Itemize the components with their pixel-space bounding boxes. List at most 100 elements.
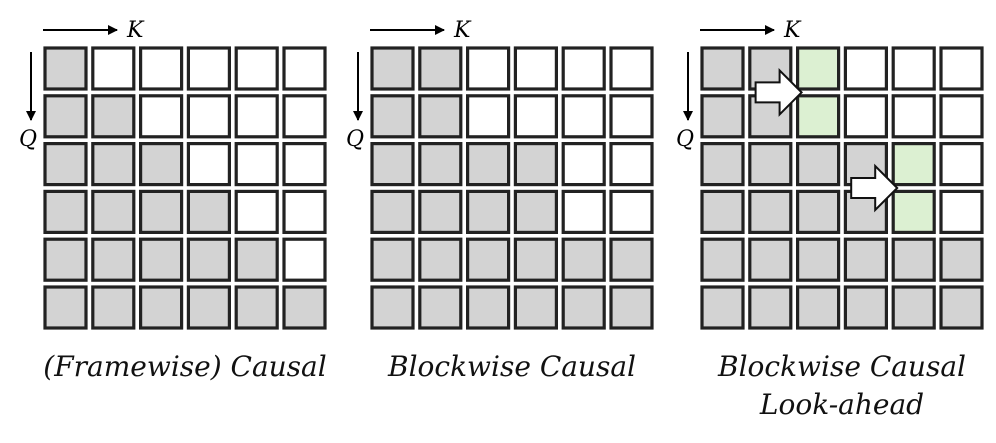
- mask-cell-masked-out: [891, 94, 936, 139]
- mask-cell-attended: [139, 189, 184, 234]
- k-axis-label: K: [126, 18, 145, 43]
- k-axis-label: K: [783, 18, 802, 43]
- mask-cell-attended: [609, 285, 654, 330]
- lookahead-arrow-icon: [850, 163, 899, 213]
- mask-cell-attended: [939, 285, 984, 330]
- mask-cell-attended: [609, 237, 654, 282]
- mask-cell-attended: [370, 142, 415, 187]
- mask-cell-masked-out: [282, 46, 327, 91]
- mask-cell-attended: [561, 237, 606, 282]
- mask-cell-attended: [795, 142, 841, 187]
- mask-cell-masked-out: [282, 94, 327, 139]
- q-axis-label: Q: [346, 127, 364, 152]
- mask-cell-attended: [43, 189, 88, 234]
- panel-caption: Blockwise Causal: [387, 350, 636, 383]
- mask-cell-attended: [370, 285, 415, 330]
- mask-cell-masked-out: [513, 94, 559, 139]
- mask-cell-masked-out: [234, 46, 279, 91]
- mask-cell-attended: [418, 189, 463, 234]
- mask-cell-attended: [843, 285, 889, 330]
- mask-cell-attended: [139, 142, 184, 187]
- mask-cell-masked-out: [186, 94, 231, 139]
- mask-cell-attended: [186, 237, 231, 282]
- mask-cell-masked-out: [234, 142, 279, 187]
- mask-cell-attended: [466, 189, 511, 234]
- mask-cell-attended: [91, 285, 136, 330]
- mask-cell-attended: [418, 285, 463, 330]
- mask-cell-masked-out: [91, 46, 136, 91]
- mask-cell-attended: [700, 142, 745, 187]
- mask-cell-attended: [795, 285, 841, 330]
- mask-cell-attended: [139, 285, 184, 330]
- lookahead-arrow-icon: [754, 67, 804, 117]
- mask-cell-attended: [748, 189, 793, 234]
- mask-cell-lookahead: [795, 94, 841, 139]
- mask-cell-attended: [43, 237, 88, 282]
- mask-cell-masked-out: [282, 142, 327, 187]
- mask-cell-attended: [466, 237, 511, 282]
- mask-cell-masked-out: [234, 189, 279, 234]
- mask-cell-masked-out: [891, 46, 936, 91]
- mask-cell-attended: [418, 142, 463, 187]
- mask-cell-attended: [234, 237, 279, 282]
- panel-caption: Look-ahead: [759, 388, 924, 421]
- mask-cell-attended: [700, 46, 745, 91]
- mask-cell-masked-out: [282, 237, 327, 282]
- mask-cell-masked-out: [186, 142, 231, 187]
- mask-cell-attended: [939, 237, 984, 282]
- mask-cell-attended: [43, 142, 88, 187]
- mask-cell-attended: [186, 285, 231, 330]
- mask-cell-attended: [418, 46, 463, 91]
- panel-caption: Blockwise Causal: [717, 350, 966, 383]
- mask-cell-attended: [234, 285, 279, 330]
- mask-cell-masked-out: [939, 46, 984, 91]
- mask-cell-attended: [418, 237, 463, 282]
- panel-blockwise-causal: K Q Blockwise Causal: [346, 18, 654, 383]
- mask-cell-attended: [418, 94, 463, 139]
- mask-cell-attended: [795, 237, 841, 282]
- mask-cell-masked-out: [139, 94, 184, 139]
- mask-cell-attended: [843, 237, 889, 282]
- mask-cell-masked-out: [466, 46, 511, 91]
- mask-cell-attended: [700, 237, 745, 282]
- mask-cell-lookahead: [891, 189, 936, 234]
- mask-cell-attended: [748, 142, 793, 187]
- mask-cell-attended: [891, 285, 936, 330]
- mask-cell-masked-out: [939, 142, 984, 187]
- mask-cell-masked-out: [939, 189, 984, 234]
- mask-cell-masked-out: [561, 94, 606, 139]
- mask-cell-attended: [466, 285, 511, 330]
- mask-cell-attended: [43, 46, 88, 91]
- mask-cell-masked-out: [609, 94, 654, 139]
- mask-cell-masked-out: [609, 46, 654, 91]
- mask-cell-attended: [91, 94, 136, 139]
- mask-cell-attended: [700, 189, 745, 234]
- mask-cell-attended: [466, 142, 511, 187]
- mask-cell-masked-out: [561, 46, 606, 91]
- mask-cell-masked-out: [939, 94, 984, 139]
- mask-cell-attended: [139, 237, 184, 282]
- mask-cell-attended: [513, 189, 559, 234]
- mask-cell-attended: [513, 142, 559, 187]
- mask-cell-masked-out: [609, 142, 654, 187]
- mask-cell-attended: [370, 189, 415, 234]
- mask-cell-attended: [282, 285, 327, 330]
- mask-cell-masked-out: [234, 94, 279, 139]
- mask-cell-masked-out: [561, 142, 606, 187]
- mask-cell-attended: [186, 189, 231, 234]
- mask-cell-attended: [91, 142, 136, 187]
- mask-cell-masked-out: [282, 189, 327, 234]
- mask-cell-masked-out: [843, 46, 889, 91]
- mask-cell-attended: [370, 46, 415, 91]
- mask-cell-attended: [561, 285, 606, 330]
- k-axis-label: K: [453, 18, 472, 43]
- mask-cell-attended: [91, 189, 136, 234]
- q-axis-label: Q: [676, 127, 694, 152]
- mask-cell-attended: [370, 237, 415, 282]
- mask-cell-attended: [43, 94, 88, 139]
- q-axis-label: Q: [19, 127, 37, 152]
- mask-cell-attended: [370, 94, 415, 139]
- mask-cell-attended: [891, 237, 936, 282]
- mask-cell-attended: [43, 285, 88, 330]
